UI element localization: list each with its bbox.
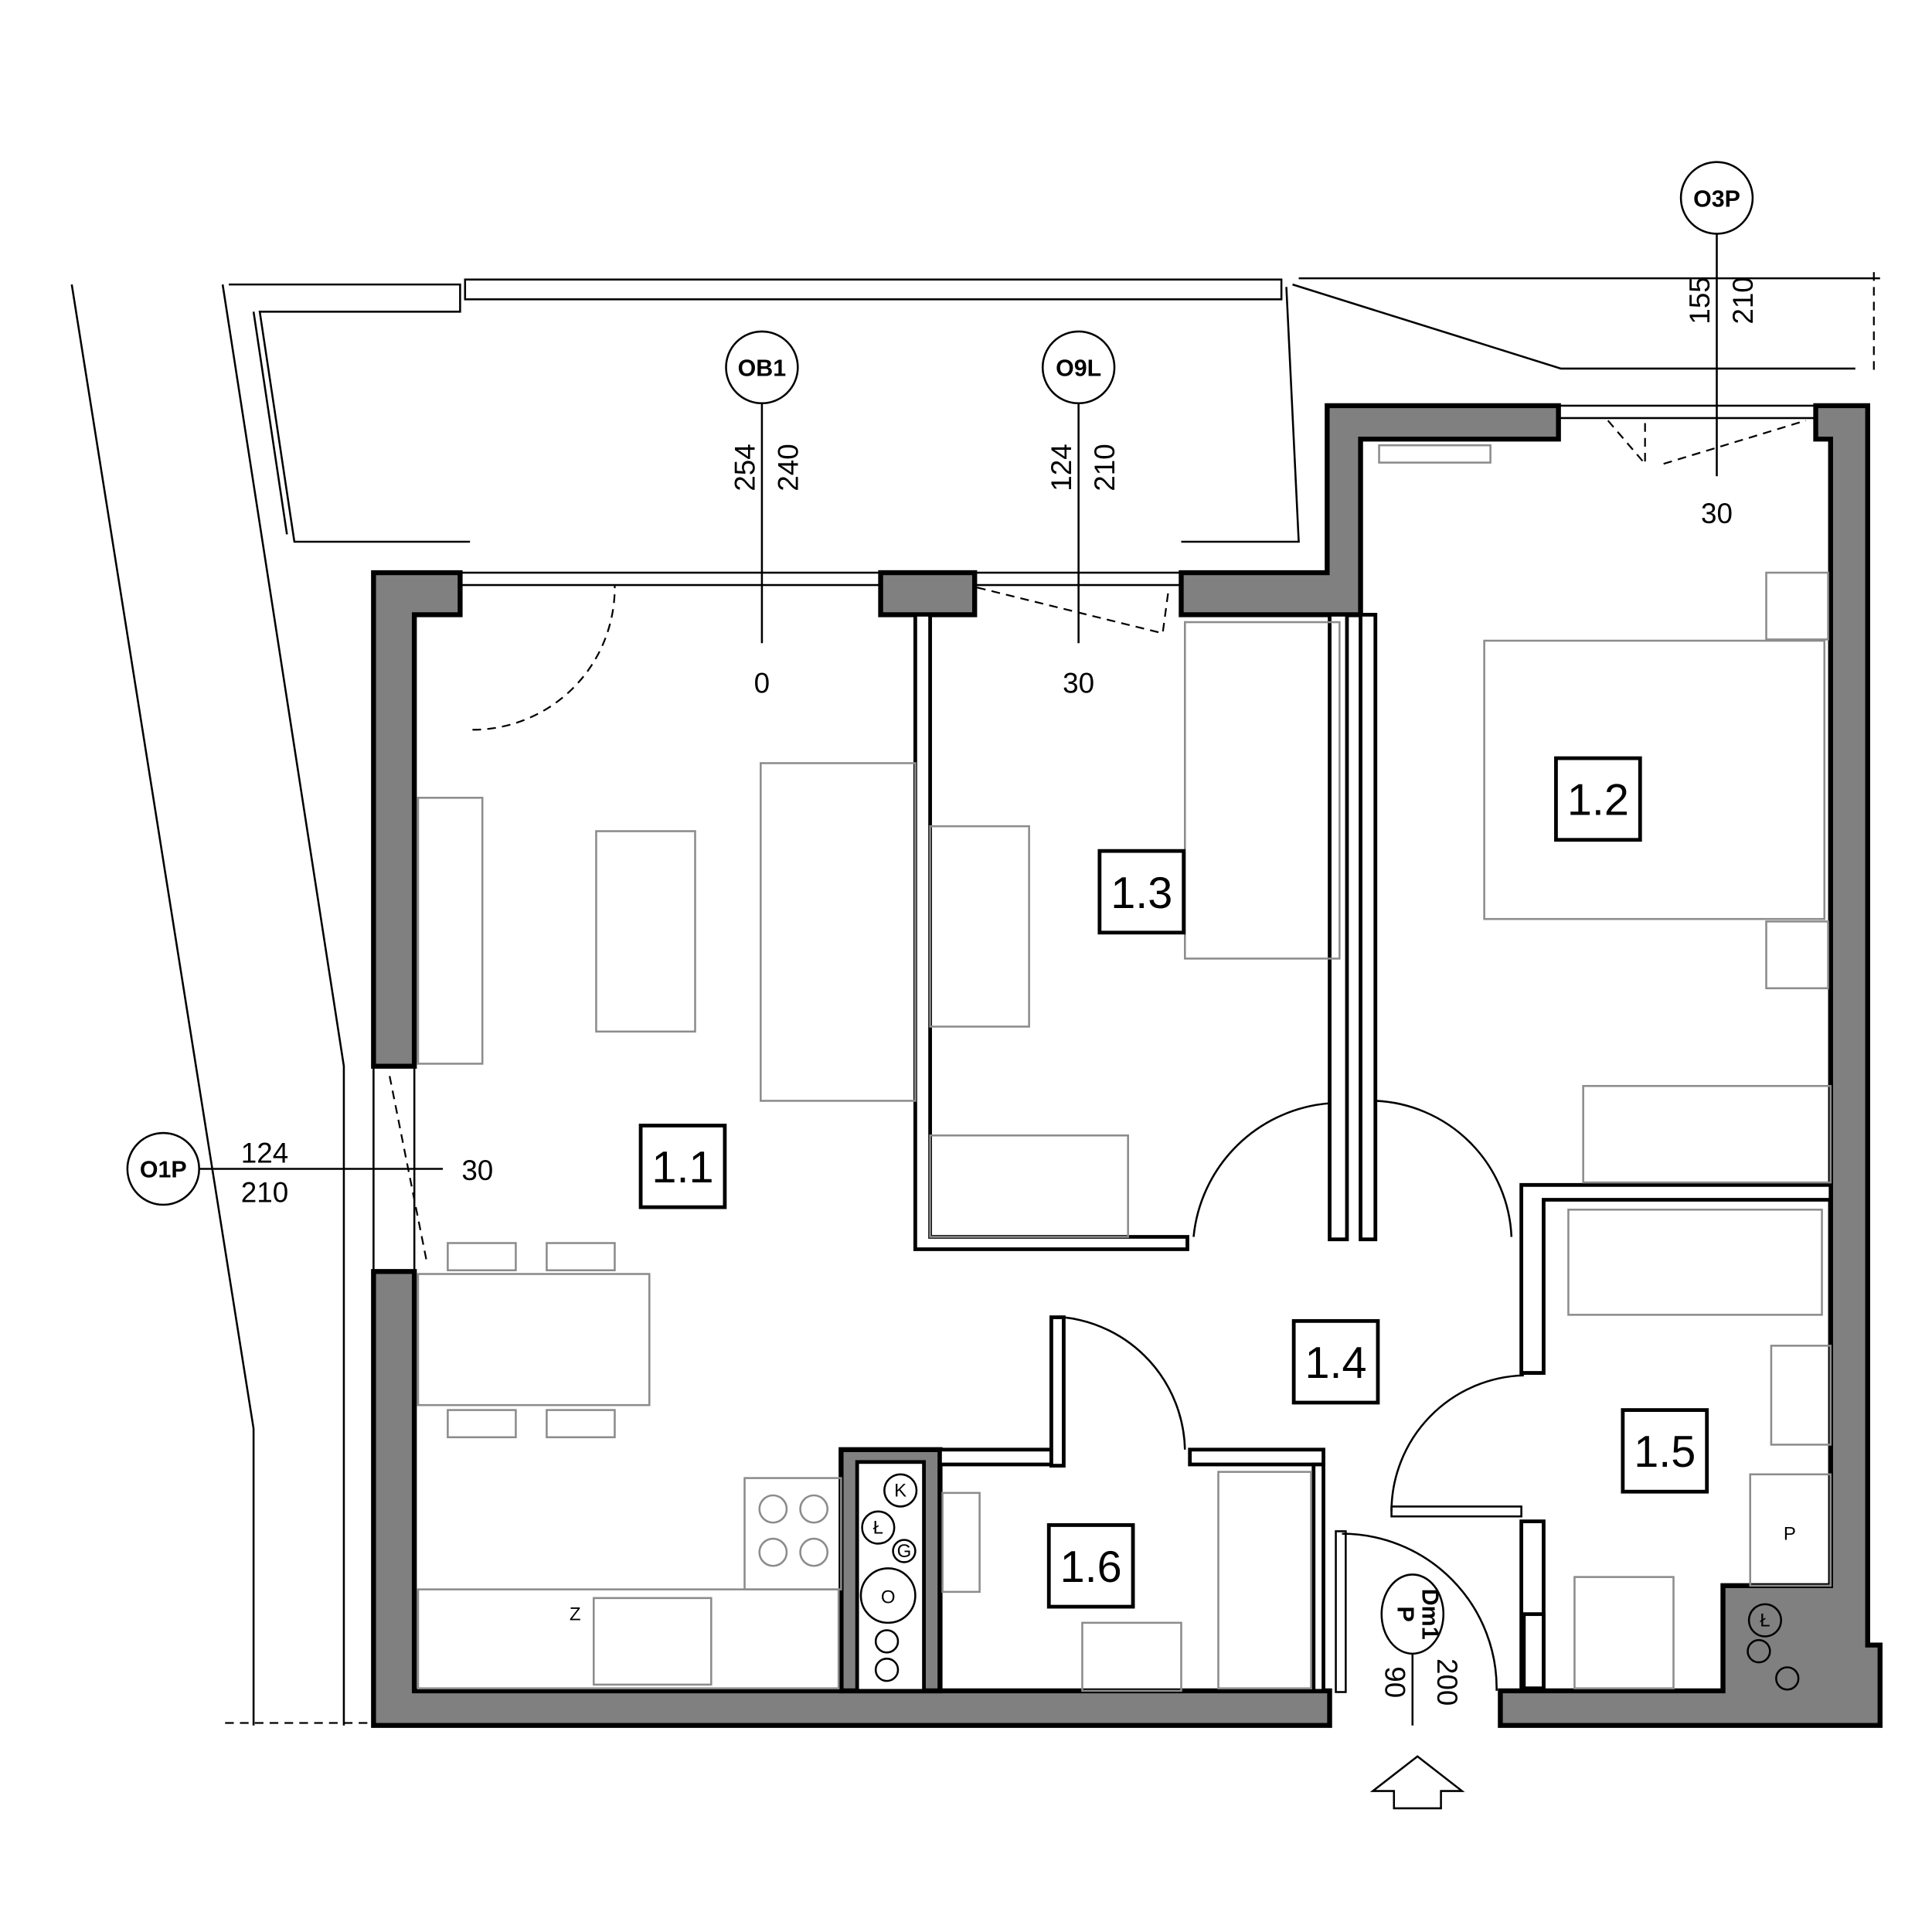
kitchen-counter <box>417 1588 840 1689</box>
hall-wardrobe <box>1217 1471 1312 1689</box>
svg-text:240: 240 <box>772 444 804 491</box>
svg-text:30: 30 <box>1701 498 1733 529</box>
washing-machine <box>1749 1473 1832 1587</box>
bath-shaft <box>1522 1612 1546 1691</box>
walls <box>371 403 1883 1728</box>
svg-text:210: 210 <box>1089 444 1121 491</box>
shaft-o: O <box>881 1587 896 1607</box>
windows <box>372 404 1817 1693</box>
kitchen-sink <box>592 1597 713 1686</box>
tag-o3p: O3P 155 210 30 <box>1679 161 1759 529</box>
svg-text:30: 30 <box>461 1155 493 1186</box>
wardrobe-1-3 <box>929 1134 1129 1238</box>
entrance-arrow-icon <box>1369 1755 1465 1810</box>
sofa <box>760 762 917 1102</box>
desk <box>929 825 1030 1028</box>
radiator <box>1378 444 1492 464</box>
terrace-outline <box>70 272 1880 1726</box>
coffee-table <box>595 830 696 1033</box>
tag-o1p: O1P 124 210 30 <box>126 1131 493 1209</box>
room-label-1-5: 1.5 <box>1634 1427 1696 1477</box>
svg-text:0: 0 <box>754 667 770 699</box>
tag-ob1: OB1 254 240 0 <box>725 330 804 699</box>
tag-o9l: O9L 124 210 30 <box>1041 330 1121 699</box>
room-label-1-6: 1.6 <box>1060 1543 1122 1592</box>
svg-text:O9L: O9L <box>1056 355 1101 382</box>
bath-shaft-l: Ł <box>1760 1611 1770 1631</box>
svg-text:124: 124 <box>241 1137 288 1168</box>
cooktop <box>743 1477 842 1590</box>
washbasin <box>1770 1345 1832 1446</box>
room-label-1-4: 1.4 <box>1305 1338 1367 1388</box>
svg-text:124: 124 <box>1046 444 1077 491</box>
single-bed <box>1184 621 1341 960</box>
balcony-rail <box>464 278 1283 301</box>
furniture: Z P <box>417 444 1832 1692</box>
partitions <box>913 613 1833 1693</box>
fridge-symbol: Z <box>570 1604 581 1625</box>
svg-text:254: 254 <box>729 444 760 491</box>
svg-text:O3P: O3P <box>1693 185 1740 212</box>
bathtub <box>1567 1209 1823 1316</box>
utility-sink <box>1081 1621 1182 1692</box>
room-labels: 1.1 1.2 1.3 1.4 1.5 1.6 <box>638 756 1709 1609</box>
shaft-g: G <box>897 1541 912 1562</box>
svg-text:Dm1: Dm1 <box>1417 1589 1444 1640</box>
svg-text:30: 30 <box>1063 667 1094 699</box>
dining-table <box>417 1273 651 1406</box>
boiler <box>941 1492 981 1594</box>
shaft-k: K <box>894 1481 906 1502</box>
shaft-symbols: K Ł G O Ł <box>859 1473 1800 1691</box>
room-label-1-3: 1.3 <box>1111 869 1172 918</box>
svg-text:200: 200 <box>1431 1658 1463 1706</box>
tag-dm1-entrance-door: Dm1 P 90 200 <box>1379 1573 1463 1726</box>
washer-symbol: P <box>1784 1524 1796 1545</box>
shaft-l: Ł <box>873 1518 883 1539</box>
svg-text:O1P: O1P <box>140 1157 187 1183</box>
room-label-1-1: 1.1 <box>651 1143 713 1192</box>
svg-text:P: P <box>1393 1607 1419 1622</box>
tv-cabinet <box>417 797 484 1065</box>
toilet <box>1573 1576 1675 1689</box>
svg-text:210: 210 <box>241 1177 288 1209</box>
svg-text:210: 210 <box>1727 277 1759 324</box>
svg-text:OB1: OB1 <box>738 355 787 382</box>
svg-text:90: 90 <box>1379 1666 1411 1698</box>
room-label-1-2: 1.2 <box>1567 776 1629 825</box>
svg-text:155: 155 <box>1684 277 1716 324</box>
wardrobe-1-2 <box>1582 1084 1832 1184</box>
double-bed <box>1483 639 1826 920</box>
